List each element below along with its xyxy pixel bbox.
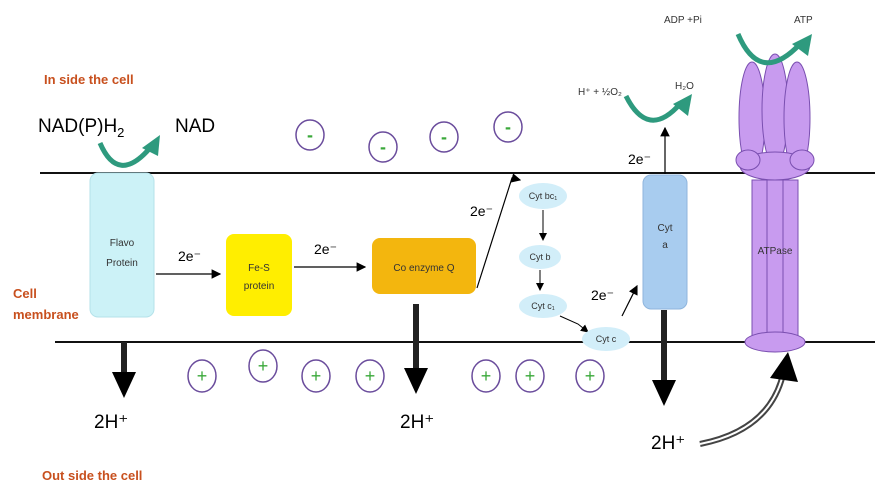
nad-curved-arrow xyxy=(97,141,152,168)
electron-label-1: 2e⁻ xyxy=(178,248,201,264)
svg-text:-: - xyxy=(380,137,386,157)
coenzyme-q-label: Co enzyme Q xyxy=(393,263,454,274)
coenzyme-q-box xyxy=(372,238,476,294)
electron-arrow-3 xyxy=(476,173,522,289)
proton-arrow-1 xyxy=(112,342,136,398)
atp-curved-arrow xyxy=(735,33,802,66)
negative-charge: - xyxy=(429,121,459,153)
membrane-label: membrane xyxy=(13,307,79,322)
svg-text:-: - xyxy=(505,117,511,137)
proton-label-1: 2H⁺ xyxy=(94,412,128,433)
proton-return-arrow xyxy=(699,369,787,447)
svg-text:-: - xyxy=(307,125,313,145)
cyt-arrow-c xyxy=(559,315,589,333)
cyt-c1-label: Cyt c₁ xyxy=(531,301,555,311)
fes-label-line1: Fe-S xyxy=(248,263,270,274)
inside-cell-label: In side the cell xyxy=(44,72,134,87)
proton-arrow-3 xyxy=(652,310,676,406)
atpase-complex xyxy=(735,53,815,353)
proton-label-3: 2H⁺ xyxy=(651,433,685,454)
h-plus-o2-label: H⁺ + ½O₂ xyxy=(578,87,622,98)
h2o-arrowhead xyxy=(673,94,692,116)
cyt-b-label: Cyt b xyxy=(529,252,550,262)
electron-label-2: 2e⁻ xyxy=(314,241,337,257)
electron-label-3: 2e⁻ xyxy=(470,203,493,219)
cyt-a-label-line1: Cyt xyxy=(658,223,673,234)
svg-text:+: + xyxy=(365,366,376,386)
cyt-bc1-node xyxy=(519,183,567,209)
positive-charge: + xyxy=(187,359,217,393)
cyt-a-box xyxy=(642,174,688,310)
fes-label-line2: protein xyxy=(244,281,275,292)
proton-arrow-2 xyxy=(404,304,428,394)
positive-charge: + xyxy=(355,359,385,393)
positive-charge: + xyxy=(248,349,278,383)
svg-text:+: + xyxy=(311,366,322,386)
atp-arrowhead xyxy=(792,34,812,56)
cyt-c-node xyxy=(582,327,630,351)
cyt-b-node xyxy=(519,245,561,269)
atp-label: ATP xyxy=(794,15,813,26)
svg-text:+: + xyxy=(585,366,596,386)
proton-return-arrow-inner xyxy=(699,369,785,445)
electron-arrow-4 xyxy=(621,284,638,317)
fes-protein-box xyxy=(226,234,292,316)
atpase-label: ATPase xyxy=(758,246,793,257)
electron-label-5: 2e⁻ xyxy=(628,151,651,167)
negative-charge: - xyxy=(295,119,325,151)
h2o-label: H₂O xyxy=(675,81,694,92)
h2o-curved-arrow xyxy=(623,94,682,123)
svg-text:+: + xyxy=(481,366,492,386)
positive-charge: + xyxy=(575,359,605,393)
cyt-c1-node xyxy=(519,294,567,318)
adp-pi-label: ADP +Pi xyxy=(664,15,702,26)
nad-arrowhead xyxy=(142,135,160,156)
nad-label: NAD xyxy=(175,116,215,137)
negative-charge: - xyxy=(368,131,398,163)
flavo-protein-box xyxy=(89,172,155,318)
svg-text:+: + xyxy=(258,356,269,376)
positive-charge: + xyxy=(471,359,501,393)
nadph2-label: NAD(P)H2 xyxy=(38,116,124,140)
flavo-label-line1: Flavo xyxy=(110,238,135,249)
proton-return-arrowhead xyxy=(770,352,798,382)
cyt-bc1-label: Cyt bc₁ xyxy=(529,191,558,201)
flavo-label-line2: Protein xyxy=(106,258,138,269)
positive-charge: + xyxy=(301,359,331,393)
svg-text:+: + xyxy=(525,366,536,386)
svg-text:-: - xyxy=(441,127,447,147)
cyt-c-label: Cyt c xyxy=(596,334,617,344)
cyt-a-label-line2: a xyxy=(662,240,668,251)
outside-cell-label: Out side the cell xyxy=(42,468,142,483)
negative-charge: - xyxy=(493,111,523,143)
proton-label-2: 2H⁺ xyxy=(400,412,434,433)
svg-text:+: + xyxy=(197,366,208,386)
electron-label-4: 2e⁻ xyxy=(591,287,614,303)
positive-charge: + xyxy=(515,359,545,393)
cell-label: Cell xyxy=(13,286,37,301)
